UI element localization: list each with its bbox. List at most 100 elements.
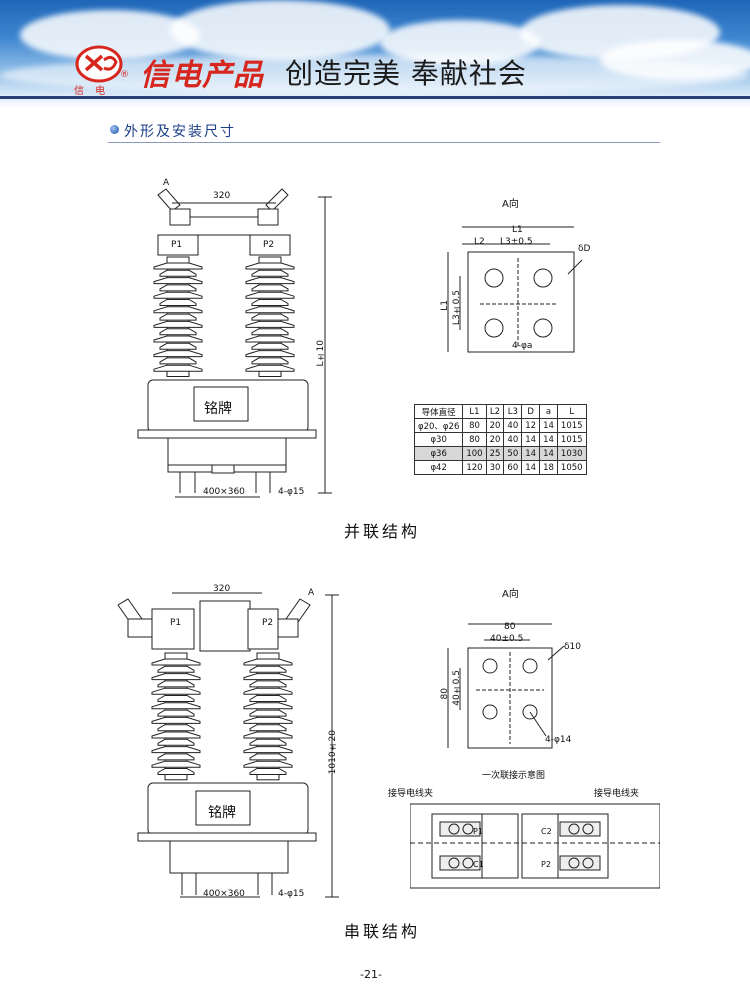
spec-cell: 40: [503, 432, 523, 447]
spec-cell: 18: [539, 460, 558, 475]
insulator-shed: [245, 350, 295, 358]
page-number: -21-: [360, 968, 382, 981]
a-view-1-delta: δD: [578, 244, 591, 254]
a-view-1-l2: L2: [474, 237, 485, 247]
series-dim-height: 1010±20: [328, 730, 338, 775]
insulator-shed: [157, 680, 195, 688]
connection-c1: C1: [473, 860, 484, 869]
connection-c2: C2: [541, 827, 552, 836]
brand-logo: [75, 45, 123, 83]
a-view-2-drawing: [447, 623, 565, 749]
spec-cell: 14: [539, 418, 558, 433]
parallel-nameplate: 铭牌: [204, 401, 232, 417]
insulator-shed: [153, 320, 203, 328]
parallel-dim-width: 320: [213, 191, 231, 201]
header-banner: [0, 0, 750, 108]
series-dim-width: 320: [213, 584, 231, 594]
insulator-shed: [245, 335, 295, 343]
parallel-dim-base: 400×360: [203, 487, 245, 497]
connection-diagram: [410, 803, 660, 889]
insulator-shed: [243, 716, 293, 724]
spec-header-cell: L1: [462, 404, 487, 419]
a-view-2-title: A向: [502, 589, 519, 600]
spec-cell: 30: [485, 460, 505, 475]
spec-header-cell: 导体直径: [413, 404, 464, 419]
series-label-p2: P2: [262, 618, 274, 628]
insulator-shed: [251, 357, 289, 365]
series-drawing: [117, 592, 339, 898]
series-label-p1: P1: [170, 618, 182, 628]
parallel-label-p2: P2: [263, 240, 275, 250]
insulator-shed: [157, 695, 195, 702]
spec-cell: 60: [503, 460, 523, 475]
insulator-shed: [151, 746, 201, 754]
insulator-shed: [153, 335, 203, 343]
insulator-shed: [249, 665, 287, 673]
insulator-shed: [251, 313, 289, 321]
connection-title: 一次联接示意图: [482, 771, 546, 781]
parallel-label-p1: P1: [171, 240, 183, 250]
spec-cell: 50: [503, 446, 523, 461]
spec-header-cell: D: [521, 404, 541, 419]
registered-mark: ®: [120, 70, 129, 80]
parallel-caption: 并联结构: [344, 522, 421, 541]
spec-cell: 80: [462, 418, 487, 433]
insulator-shed: [151, 687, 201, 695]
insulator-shed: [251, 342, 289, 350]
spec-cell: 14: [521, 446, 541, 461]
spec-table-header-row: 导体直径 L1 L2 L3 D a L: [413, 404, 587, 419]
table-row: φ30 80 20 40 14 14 1015: [413, 432, 587, 447]
insulator-shed: [245, 364, 295, 372]
insulator-shed: [159, 357, 197, 365]
insulator-shed: [157, 709, 195, 717]
insulator-shed: [151, 673, 201, 681]
a-view-1-l3-top: L3±0.5: [500, 237, 533, 247]
spec-header-cell: L2: [485, 404, 505, 419]
spec-header-cell: L3: [503, 404, 523, 419]
series-caption: 串联结构: [344, 922, 421, 941]
brand-title: 信电产品: [140, 58, 264, 93]
spec-cell: φ42: [413, 460, 464, 475]
spec-header-cell: L: [556, 404, 587, 419]
section-title: 外形及安装尺寸: [124, 124, 236, 140]
insulator-shed: [251, 284, 289, 292]
a-view-1-l3-side: L3±0.5: [452, 290, 462, 326]
insulator-shed: [157, 724, 195, 732]
insulator-shed: [243, 702, 293, 710]
section-divider: [108, 142, 660, 143]
series-nameplate: 铭牌: [208, 805, 236, 821]
insulator-shed: [159, 313, 197, 321]
insulator-shed: [245, 277, 295, 285]
insulator-shed: [243, 673, 293, 681]
a-view-2-dim-80-top: 80: [504, 622, 516, 632]
spec-cell: 14: [539, 446, 558, 461]
insulator-shed: [157, 738, 195, 746]
spec-cell: 14: [521, 432, 541, 447]
parallel-dim-holes: 4-φ15: [278, 487, 305, 497]
insulator-shed: [151, 702, 201, 710]
parallel-dim-height: L±10: [316, 340, 326, 367]
spec-cell: 20: [485, 418, 505, 433]
insulator-shed: [249, 753, 287, 761]
insulator-shed: [249, 680, 287, 688]
insulator-shed: [251, 299, 289, 306]
spec-table: 导体直径 L1 L2 L3 D a L φ20、φ26 80 20 40 12 …: [413, 404, 587, 475]
section-bullet-icon: [110, 125, 119, 134]
insulator-shed: [153, 350, 203, 358]
slogan: 创造完美 奉献社会: [285, 57, 527, 90]
spec-cell: 14: [539, 432, 558, 447]
insulator-shed: [243, 687, 293, 695]
spec-cell: 1015: [556, 432, 587, 447]
insulator-shed: [153, 262, 203, 270]
spec-cell: 12: [521, 418, 541, 433]
logo-characters: 信 电: [74, 86, 110, 97]
spec-cell: 25: [485, 446, 505, 461]
spec-cell: 1015: [556, 418, 587, 433]
insulator-shed: [153, 306, 203, 314]
insulator-shed: [157, 753, 195, 761]
a-view-1-l1-side: L1: [440, 300, 450, 311]
insulator-shed: [153, 291, 203, 299]
insulator-shed: [243, 658, 293, 666]
connection-right-label: 接导电线夹: [594, 789, 640, 799]
